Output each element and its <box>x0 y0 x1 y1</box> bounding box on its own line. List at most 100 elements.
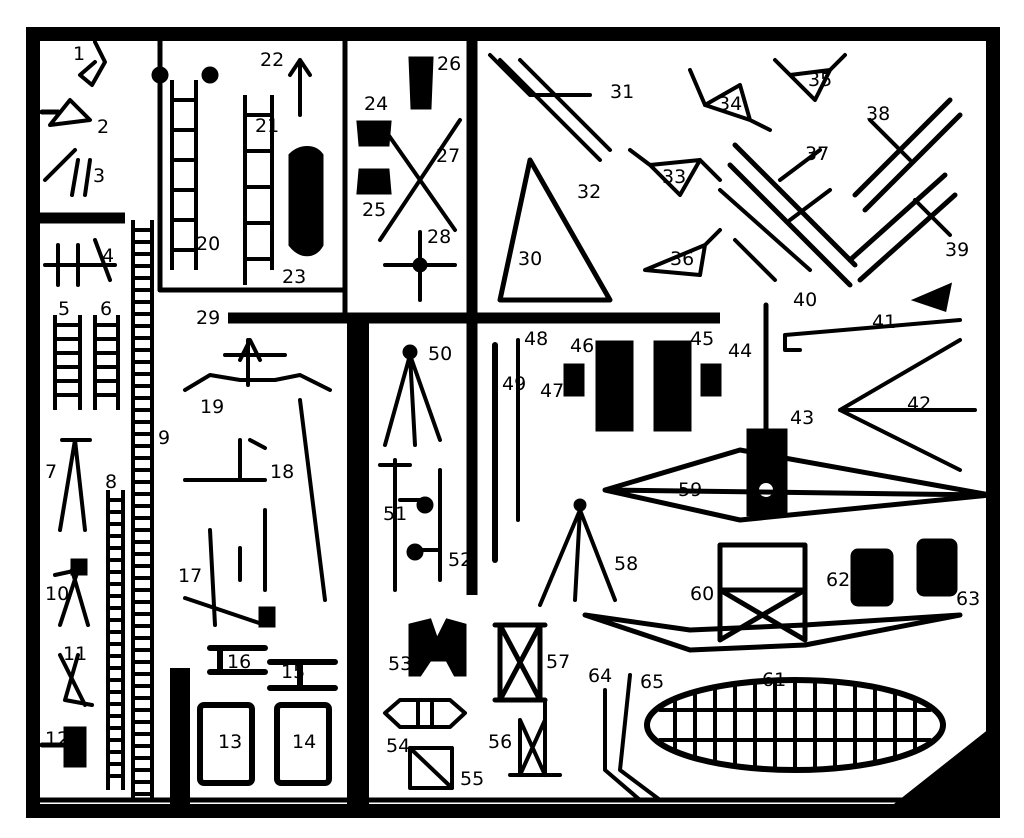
part-number-47: 47 <box>540 380 564 402</box>
part-number-7: 7 <box>45 461 57 483</box>
part-28 <box>383 230 457 302</box>
part-number-27: 27 <box>436 145 460 167</box>
part-number-64: 64 <box>588 665 612 687</box>
part-37 <box>727 142 858 288</box>
part-13 <box>197 702 255 786</box>
part-14 <box>274 702 332 786</box>
part-number-3: 3 <box>93 165 105 187</box>
part-15 <box>267 659 338 691</box>
lower-girder <box>582 612 963 653</box>
part-number-24: 24 <box>364 93 388 115</box>
part-number-54: 54 <box>386 735 410 757</box>
part-number-29: 29 <box>196 307 220 329</box>
part-number-52: 52 <box>448 549 472 571</box>
part-number-36: 36 <box>670 248 694 270</box>
part-63 <box>916 538 958 597</box>
part-1 <box>78 40 107 87</box>
part-19 <box>183 338 332 392</box>
part-40 <box>718 188 812 282</box>
part-number-25: 25 <box>362 199 386 221</box>
part-number-26: 26 <box>437 53 461 75</box>
part-number-23: 23 <box>282 266 306 288</box>
part-number-37: 37 <box>805 143 829 165</box>
part-31 <box>488 53 592 97</box>
part-10 <box>53 558 90 627</box>
part-number-38: 38 <box>866 103 890 125</box>
part-4 <box>43 238 117 287</box>
part-43 <box>746 302 788 517</box>
part-3 <box>43 148 92 197</box>
part-number-19: 19 <box>200 396 224 418</box>
part-7 <box>58 438 92 532</box>
part-41 <box>783 282 962 352</box>
part-45 <box>653 340 692 432</box>
part-number-48: 48 <box>524 328 548 350</box>
part-number-46: 46 <box>570 335 594 357</box>
part-55 <box>408 746 454 790</box>
part-25 <box>356 168 392 195</box>
part-59 <box>602 447 993 523</box>
part-64 <box>603 688 642 802</box>
part-60 <box>717 542 808 643</box>
part-number-5: 5 <box>58 298 70 320</box>
part-61-ribs <box>658 678 932 772</box>
part-22 <box>288 58 312 117</box>
part-number-33: 33 <box>662 166 686 188</box>
fret-frame <box>26 27 1000 818</box>
part-39 <box>847 172 958 283</box>
part-number-50: 50 <box>428 343 452 365</box>
part-32 <box>498 58 612 162</box>
fret-runners <box>33 37 993 807</box>
part-number-12: 12 <box>45 728 69 750</box>
part-number-16: 16 <box>227 651 251 673</box>
part-number-30: 30 <box>518 248 542 270</box>
part-number-14: 14 <box>292 731 316 753</box>
part-11 <box>58 653 94 707</box>
part-65 <box>618 673 662 802</box>
part-number-1: 1 <box>73 43 85 65</box>
part-36 <box>643 228 722 277</box>
part-number-18: 18 <box>270 461 294 483</box>
part-35 <box>773 53 847 102</box>
part-number-45: 45 <box>690 328 714 350</box>
part-21 <box>243 95 274 285</box>
part-number-59: 59 <box>678 479 702 501</box>
part-number-17: 17 <box>178 565 202 587</box>
part-number-31: 31 <box>610 81 634 103</box>
part-2 <box>39 98 92 127</box>
part-16 <box>207 645 268 675</box>
part-number-4: 4 <box>102 245 114 267</box>
part-50 <box>383 344 442 447</box>
part-53 <box>408 618 467 677</box>
part-number-32: 32 <box>577 181 601 203</box>
part-34 <box>688 68 772 132</box>
part-number-58: 58 <box>614 553 638 575</box>
part-47 <box>563 363 585 397</box>
part-24 <box>356 120 392 147</box>
part-18 <box>183 398 327 602</box>
part-17 <box>183 528 276 628</box>
part-number-8: 8 <box>105 471 117 493</box>
part-number-51: 51 <box>383 503 407 525</box>
part-number-55: 55 <box>460 768 484 790</box>
part-number-40: 40 <box>793 289 817 311</box>
part-number-28: 28 <box>427 226 451 248</box>
part-number-42: 42 <box>907 393 931 415</box>
part-number-61: 61 <box>762 669 786 691</box>
part-number-9: 9 <box>158 427 170 449</box>
part-38 <box>852 97 963 213</box>
part-number-56: 56 <box>488 731 512 753</box>
part-27 <box>378 118 462 242</box>
part-number-11: 11 <box>63 643 87 665</box>
part-20 <box>151 66 219 270</box>
part-number-10: 10 <box>45 583 69 605</box>
part-23 <box>288 146 324 257</box>
part-number-57: 57 <box>546 651 570 673</box>
part-62 <box>850 548 894 607</box>
part-42 <box>838 338 977 472</box>
part-number-62: 62 <box>826 569 850 591</box>
part-number-63: 63 <box>956 588 980 610</box>
part-57 <box>492 622 548 703</box>
